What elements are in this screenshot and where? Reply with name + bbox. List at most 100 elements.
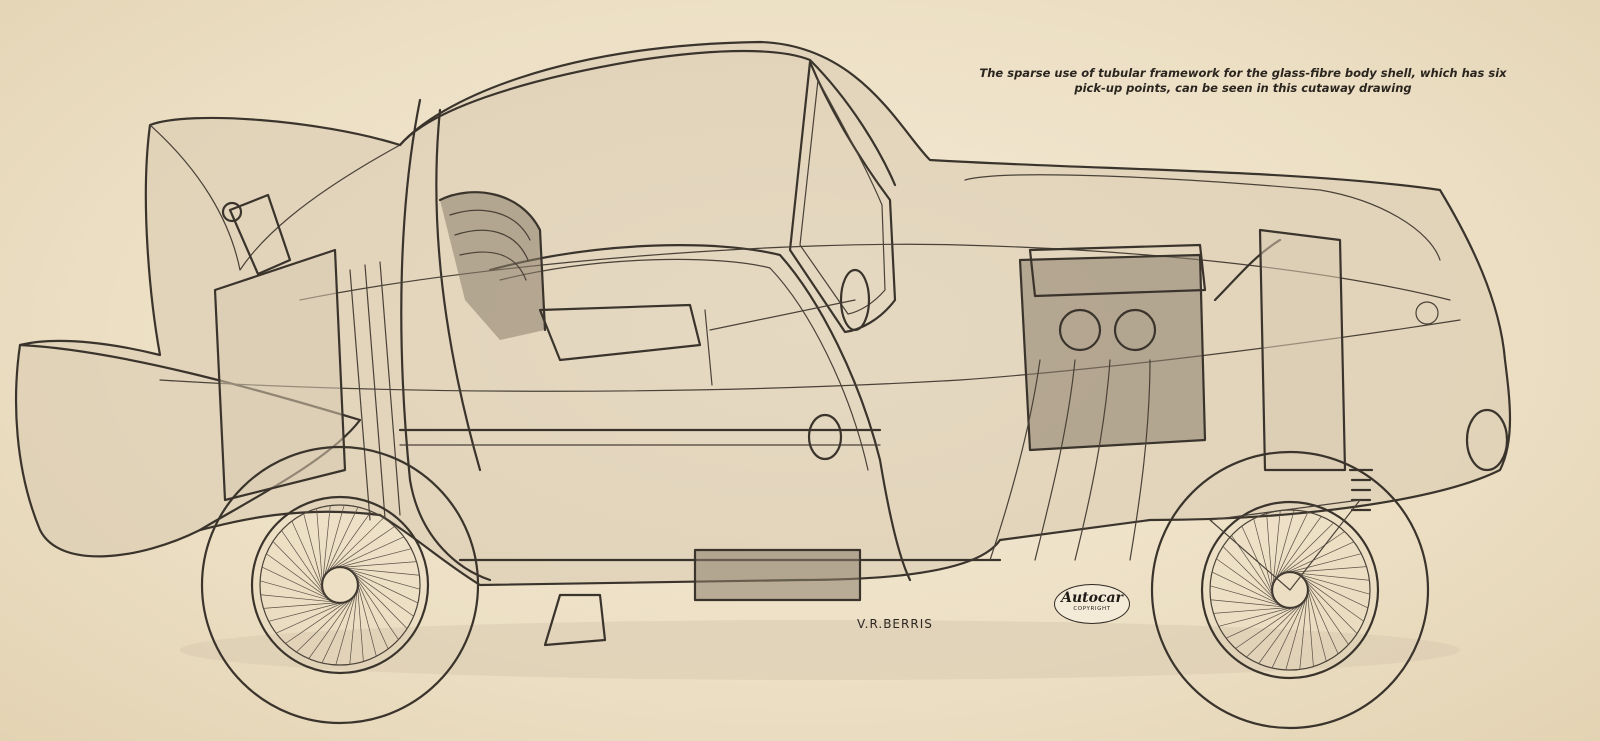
wheel-spoke: [1211, 571, 1279, 605]
steering-wheel: [839, 268, 871, 332]
rear-wing-panel: [18, 343, 362, 532]
illustration-caption: The sparse use of tubular framework for …: [979, 66, 1507, 95]
wheel-spoke: [1305, 580, 1358, 634]
carburettor-right: [1113, 308, 1157, 352]
front-badge: [1415, 301, 1439, 325]
wheel-spoke: [357, 584, 377, 657]
wheel-spoke: [348, 569, 420, 590]
wheel-spoke: [1235, 606, 1297, 649]
publisher-badge: Autocar COPYRIGHT: [1054, 584, 1130, 624]
bonnet-opening: [964, 174, 1441, 261]
front-wheel: [1150, 450, 1430, 730]
wheel-spoke: [1275, 511, 1309, 579]
wheel-spoke: [349, 591, 358, 665]
wheel-spoke: [357, 581, 389, 650]
wheel-spoke: [322, 505, 331, 579]
windscreen-glass: [799, 79, 886, 315]
wheel-spoke: [1296, 572, 1370, 581]
wheel-spoke: [260, 594, 334, 603]
wheel-spoke: [333, 526, 395, 569]
wheel-spoke: [260, 580, 332, 601]
wheel-spoke: [355, 575, 408, 629]
wheel-spoke: [285, 601, 347, 644]
wheel-spoke: [1253, 518, 1273, 591]
front-suspension-spring: [1348, 468, 1374, 512]
gear-lever: [704, 309, 713, 386]
wheel-spoke: [281, 530, 324, 592]
seat-cushion: [538, 303, 702, 362]
roll-frame-front: [400, 98, 492, 582]
wheel-spoke: [1306, 583, 1349, 645]
wheel-spoke: [1218, 607, 1291, 627]
wheel-spoke: [1285, 598, 1306, 670]
wheel-spoke: [1283, 531, 1345, 574]
cabin-roof: [398, 49, 897, 187]
wheel-spoke: [325, 506, 359, 574]
wheel-spoke: [324, 505, 345, 577]
fuel-filler-cap: [221, 201, 243, 223]
wheel-spoke: [272, 541, 325, 595]
exhaust-silencer: [693, 548, 862, 602]
publisher-badge-title: Autocar: [1061, 590, 1123, 606]
wheel-spoke: [1303, 578, 1364, 622]
wheel-spoke: [339, 548, 412, 568]
engine-block: [1018, 253, 1207, 452]
wheel-spoke: [351, 570, 419, 604]
rear-fin: [149, 124, 401, 271]
wheel-spoke: [330, 517, 384, 570]
wheel-spoke: [1272, 510, 1281, 584]
wheel-spoke: [321, 596, 355, 664]
wheel-spoke: [1216, 558, 1277, 602]
fuel-filler-neck: [228, 193, 292, 276]
seat-back: [438, 191, 547, 332]
wheel-spoke: [1213, 607, 1287, 614]
wheel-spoke: [1222, 546, 1275, 600]
headlamp: [1465, 408, 1509, 472]
wheel-spoke: [1298, 574, 1370, 595]
seat-shadow: [440, 192, 545, 340]
wheel-spoke: [303, 513, 323, 586]
exhaust-manifold: [989, 359, 1151, 561]
radiator: [1258, 228, 1347, 472]
rear-wheel: [200, 445, 480, 725]
wheel-spoke: [1210, 599, 1284, 608]
wheel-spoke: [1210, 585, 1282, 606]
wheel-spoke: [1280, 522, 1334, 575]
wheel-spoke: [275, 602, 344, 634]
rocker-cover: [1028, 243, 1207, 298]
wheel-spoke: [1289, 553, 1362, 573]
wheel-spoke: [1293, 566, 1367, 573]
wheel-spoke: [1274, 510, 1295, 582]
carburettor-left: [1058, 308, 1102, 352]
wheel-spoke: [1246, 605, 1300, 658]
wheel-spoke: [266, 553, 327, 597]
wheel-spoke: [346, 567, 420, 576]
wheel-spoke: [356, 578, 399, 640]
wheel-spoke: [1278, 516, 1322, 577]
universal-joint: [807, 413, 843, 461]
seat-ribs: [449, 209, 531, 281]
wheel-spoke: [1271, 601, 1305, 669]
wheel-spoke: [335, 593, 356, 665]
wheel-spoke: [1241, 525, 1273, 594]
wheel-spoke: [263, 602, 337, 609]
engine-block-shadow: [1020, 255, 1205, 450]
wheel-spoke: [261, 566, 329, 600]
wheel-spoke: [296, 600, 350, 653]
wheel-spoke: [268, 602, 341, 622]
fuel-tank-fill: [215, 250, 345, 500]
fuel-tank: [213, 248, 347, 502]
wheel-spoke: [343, 561, 417, 568]
wheel-spoke: [1307, 593, 1314, 667]
ground-shadow: [180, 620, 1460, 680]
wheel-spoke: [336, 536, 405, 568]
exhaust-tailpipe: [543, 593, 607, 647]
wheel-spoke: [316, 508, 323, 582]
wheel-spoke: [1307, 586, 1339, 655]
wheel-spoke: [353, 573, 414, 617]
roll-frame-rear: [435, 108, 482, 472]
wheel-spoke: [1225, 607, 1294, 639]
wheel-spoke: [1286, 541, 1355, 573]
